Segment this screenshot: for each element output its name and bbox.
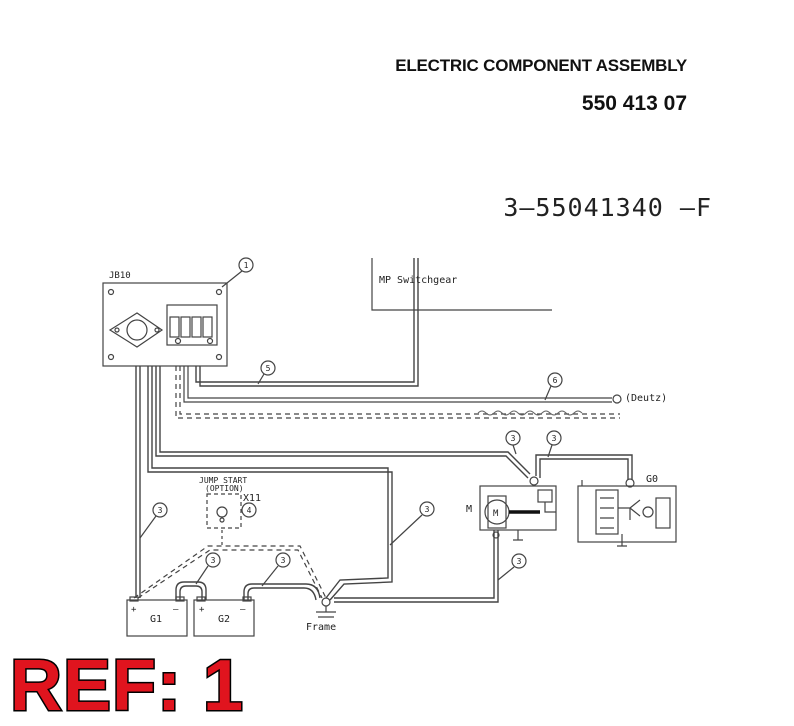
jump-start-label: JUMP START [199, 476, 247, 485]
callout-4: 4 [247, 506, 252, 515]
callout-6: 6 [553, 376, 558, 385]
switchgear-label: MP Switchgear [379, 275, 457, 286]
part-number: 550 413 07 [581, 92, 687, 115]
callout-3: 3 [511, 434, 516, 443]
callout-3: 3 [425, 505, 430, 514]
battery-g2-minus: — [240, 605, 246, 615]
battery-g2-outline [193, 599, 255, 637]
motor-symbol: M [493, 509, 499, 519]
battery-g2-plus: + [199, 605, 205, 615]
callout-5: 5 [266, 364, 271, 373]
callout-3: 3 [211, 556, 216, 565]
callout-3: 3 [158, 506, 163, 515]
callout-3: 3 [517, 557, 522, 566]
battery-g2-label: G2 [218, 614, 230, 625]
junction-box-outline [102, 282, 228, 367]
drawing-number: 3—55041340 —F [503, 193, 712, 222]
reference-stamp: REF: 1 [8, 646, 245, 726]
document-title: ELECTRIC COMPONENT ASSEMBLY [395, 56, 687, 75]
connector-x11-label: X11 [243, 493, 261, 504]
battery-g1-label: G1 [150, 614, 162, 625]
junction-box-label: JB10 [109, 271, 131, 281]
callout-3: 3 [552, 434, 557, 443]
battery-g1-plus: + [131, 605, 137, 615]
callout-3: 3 [281, 556, 286, 565]
frame-label: Frame [306, 622, 336, 633]
deutz-label: (Deutz) [625, 393, 667, 404]
battery-g1-outline [126, 599, 188, 637]
jump-option-label: (OPTION) [205, 484, 244, 493]
battery-g1-minus: — [173, 605, 179, 615]
generator-label: G0 [646, 474, 658, 485]
generator-outline [577, 485, 677, 543]
motor-label: M [466, 504, 472, 515]
callout-1: 1 [244, 261, 249, 270]
switch-plate [108, 312, 164, 348]
switchgear-outline [371, 258, 552, 311]
